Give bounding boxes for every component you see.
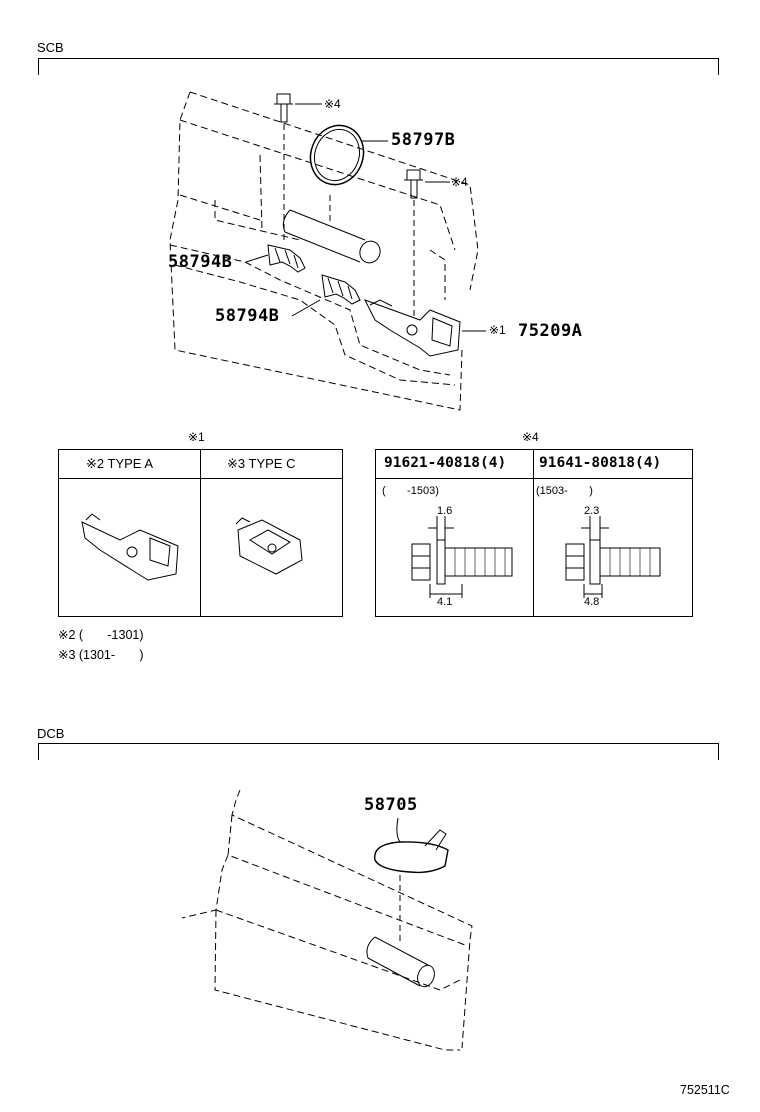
type-c-header: ※3 TYPE C [227, 456, 296, 471]
table1-divider [200, 450, 201, 616]
part-number-58794b-upper[interactable]: 58794B [168, 252, 233, 272]
bolt1-dim-top: 1.6 [437, 505, 453, 517]
part-number-58705[interactable]: 58705 [364, 795, 418, 815]
table2-header-rule [376, 478, 692, 479]
bolt2-dim-top: 2.3 [584, 505, 600, 517]
scb-section-bracket [38, 58, 719, 75]
table2-divider [533, 450, 534, 616]
dcb-section-bracket [38, 743, 719, 760]
callout-bracket-mark: ※1 [489, 323, 506, 337]
scb-section-label: SCB [37, 40, 64, 55]
part-number-75209a[interactable]: 75209A [518, 321, 583, 341]
part-number-58794b-lower[interactable]: 58794B [215, 306, 280, 326]
bolt-91621-note: ( -1503) [382, 485, 439, 497]
callout-bolt-right: ※4 [451, 175, 468, 189]
bolt2-dim-bottom: 4.8 [584, 596, 600, 608]
bolt1-dim-bottom: 4.1 [437, 596, 453, 608]
type-a-header: ※2 TYPE A [86, 456, 154, 471]
table2-title: ※4 [522, 430, 539, 444]
bolt-91641-note: (1503- ) [536, 485, 593, 497]
callout-bolt-top: ※4 [324, 97, 341, 111]
bolt-91641-header[interactable]: 91641-80818(4) [539, 455, 662, 471]
note-type-c: ※3 (1301- ) [58, 648, 144, 662]
illustration-id: 752511C [680, 1083, 730, 1097]
note-type-a: ※2 ( -1301) [58, 628, 144, 642]
bolt-table: 91621-40818(4) 91641-80818(4) ( -1503) (… [375, 449, 693, 617]
bolt-91621-header[interactable]: 91621-40818(4) [384, 455, 507, 471]
table1-title: ※1 [188, 430, 205, 444]
dcb-section-label: DCB [37, 726, 65, 741]
part-number-58797b[interactable]: 58797B [391, 130, 456, 150]
